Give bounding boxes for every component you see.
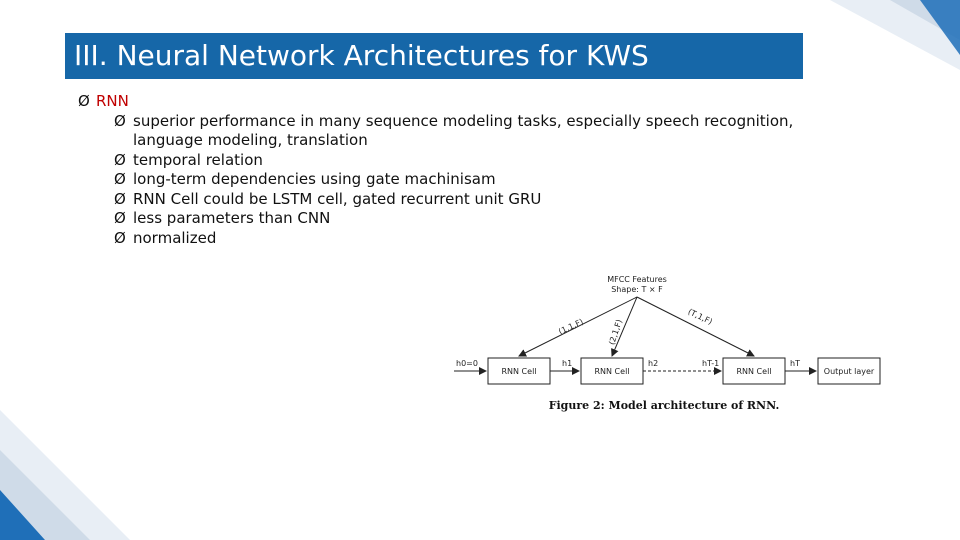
rnn-architecture-figure: MFCC Features Shape: T × F (1,1,F) (2,1,…	[432, 267, 925, 422]
output-layer-box	[817, 357, 881, 385]
bullet-arrow-icon: Ø	[114, 189, 126, 208]
figure-top-label-1: MFCC Features	[607, 275, 667, 284]
rnn-cell-3	[722, 357, 786, 385]
bullet-rnn-label: RNN	[96, 92, 129, 110]
output-layer-label: Output layer	[824, 367, 875, 376]
state-label-h1: h1	[562, 359, 572, 368]
bullet-arrow-icon: Ø	[114, 170, 126, 188]
rnn-cell-1	[487, 357, 551, 385]
figure-top-label-2: Shape: T × F	[611, 285, 663, 294]
bullet-arrow-icon: Ø	[78, 92, 90, 110]
state-label-hT: hT	[790, 359, 800, 368]
bullet-arrow-icon: Ø	[114, 150, 126, 169]
edge-to-cell-1	[518, 296, 638, 357]
slide-title: III. Neural Network Architectures for KW…	[65, 33, 803, 79]
rnn-cell-1-label: RNN Cell	[501, 367, 536, 376]
edge-label-1: (1,1,F)	[557, 317, 584, 336]
top-right-decoration	[830, 0, 960, 70]
bullet-arrow-icon: Ø	[114, 111, 126, 130]
rnn-cell-2-label: RNN Cell	[594, 367, 629, 376]
state-label-hT-1: hT-1	[702, 359, 719, 368]
bullet-rnn: Ø RNN	[78, 92, 818, 112]
edge-label-2: (2,1,F)	[607, 318, 624, 346]
state-label-h2: h2	[648, 359, 658, 368]
rnn-cell-3-label: RNN Cell	[736, 367, 771, 376]
figure-caption: Figure 2: Model architecture of RNN.	[549, 399, 780, 412]
bottom-left-decoration	[0, 410, 130, 540]
edge-to-cell-2	[611, 296, 638, 357]
state-label-h0: h0=0	[456, 359, 478, 368]
rnn-cell-2	[580, 357, 644, 385]
bullet-arrow-icon: Ø	[114, 209, 126, 227]
edge-to-cell-3	[636, 296, 755, 357]
rnn-diagram: MFCC Features Shape: T × F (1,1,F) (2,1,…	[454, 275, 881, 412]
bullet-arrow-icon: Ø	[114, 228, 126, 247]
